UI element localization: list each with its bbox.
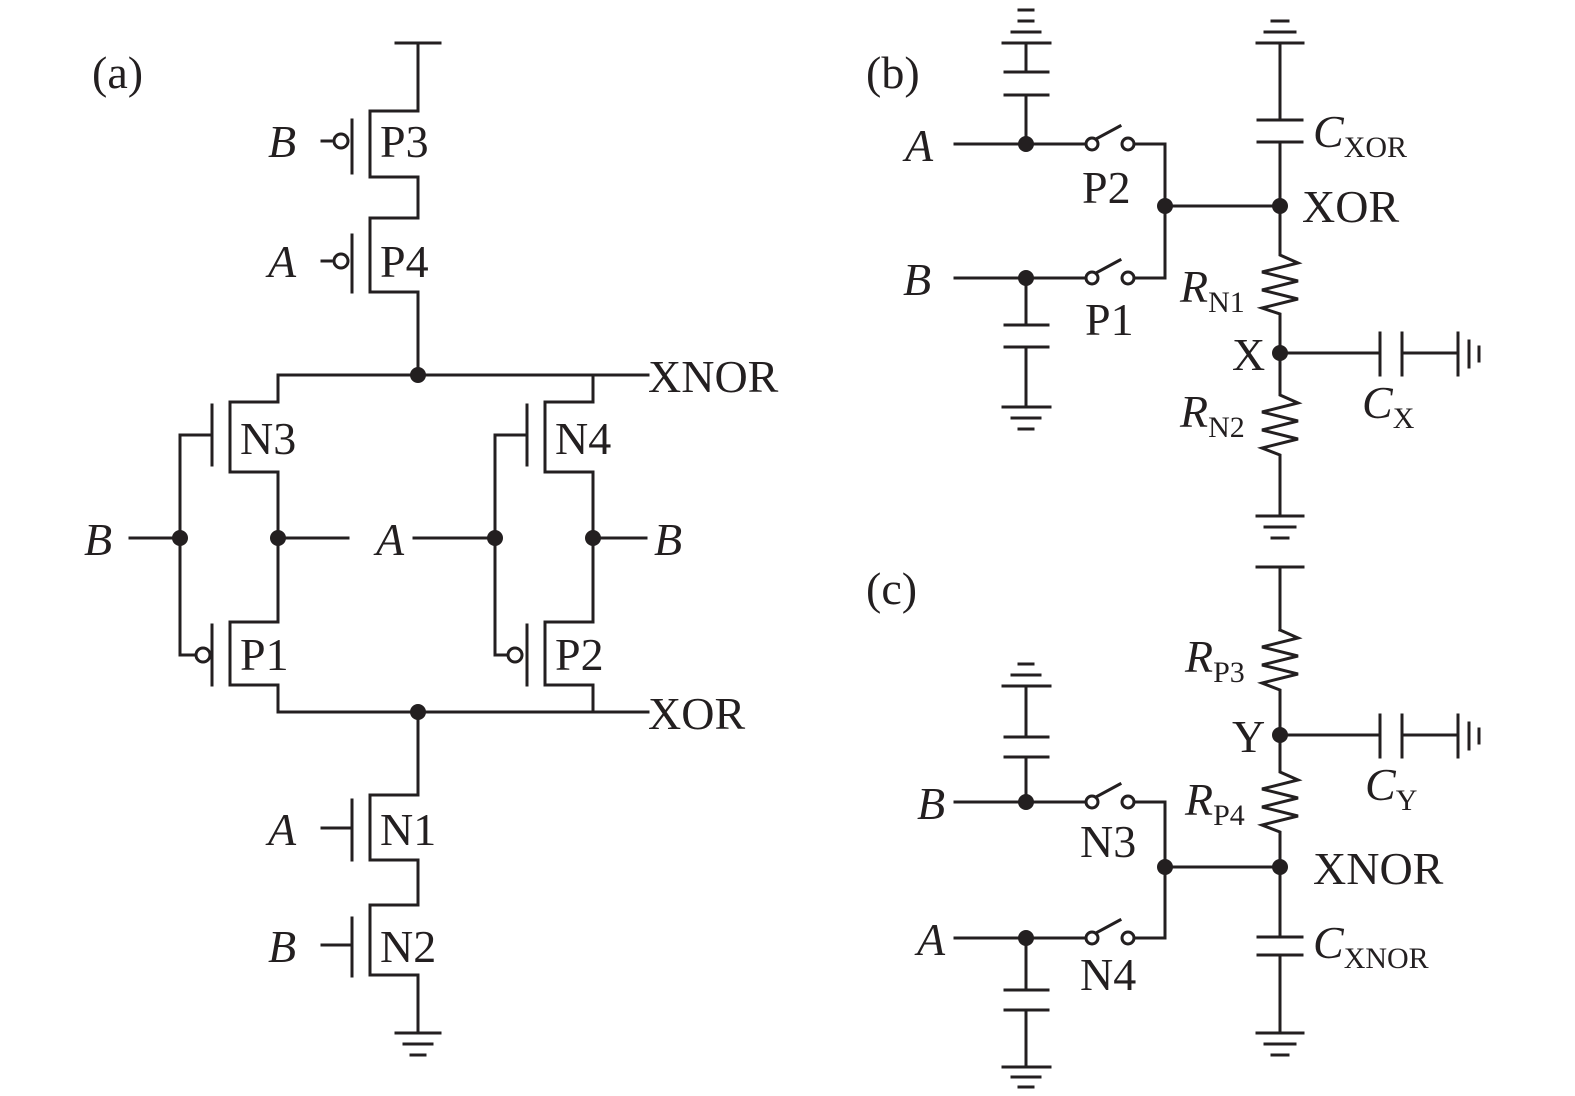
ground-icon: [1001, 1065, 1052, 1089]
transistor-n1: [320, 710, 420, 907]
ground-icon: [1001, 405, 1052, 431]
panel-a-tag: (a): [92, 47, 143, 98]
input-a-c: A: [914, 914, 946, 965]
label-rp4: RP4: [1184, 774, 1245, 832]
label-p2: P2: [555, 629, 604, 680]
label-cx: CX: [1362, 377, 1415, 435]
wire-a-mid: [412, 433, 509, 657]
output-xnor: XNOR: [648, 351, 779, 402]
label-rn1: RN1: [1179, 261, 1245, 319]
input-b-p3: B: [268, 116, 296, 167]
label-cy: CY: [1365, 759, 1417, 817]
junction-a: [1018, 136, 1034, 152]
switch-p2: [1084, 123, 1167, 208]
ground-icon: [1255, 19, 1305, 45]
panel-b: (b) A P2 B P1 CXOR: [866, 8, 1481, 540]
transistor-n3: [178, 373, 280, 540]
output-xor: XOR: [648, 688, 745, 739]
capacitor-a: [1003, 41, 1050, 146]
input-b-n2: B: [268, 921, 296, 972]
input-b-left: B: [84, 514, 112, 565]
label-cxor: CXOR: [1313, 106, 1407, 164]
label-rn2: RN2: [1179, 386, 1245, 444]
node-xnor: XNOR: [1313, 843, 1444, 894]
ground-icon: [1001, 662, 1052, 688]
label-n1: N1: [380, 804, 436, 855]
label-switch-p1: P1: [1085, 294, 1134, 345]
panel-c: (c) RP3 Y CY RP4 XNOR CXNOR B: [866, 563, 1481, 1089]
label-rp3: RP3: [1184, 631, 1245, 689]
ground-icon: [1001, 8, 1052, 45]
node-xor: XOR: [1302, 181, 1399, 232]
transistor-n2: [320, 903, 420, 1035]
panel-a: (a) B P3 A P4 XNOR N3: [84, 41, 779, 1057]
junction-b-left: [172, 530, 188, 546]
label-n4: N4: [555, 413, 611, 464]
ground-icon: [1255, 514, 1305, 540]
label-p1: P1: [240, 629, 289, 680]
transistor-p2: [506, 536, 595, 714]
capacitor-cx: [1278, 331, 1481, 377]
transistor-p3: [320, 41, 442, 220]
label-n2: N2: [380, 921, 436, 972]
input-a-mid: A: [373, 514, 405, 565]
input-a-p4: A: [265, 236, 297, 287]
node-x: X: [1232, 329, 1265, 380]
capacitor-a-c: [1003, 936, 1050, 1069]
panel-b-tag: (b): [866, 47, 920, 98]
switch-p1: [1084, 204, 1167, 286]
resistor-rp4: [1257, 733, 1303, 869]
label-switch-n4: N4: [1080, 949, 1136, 1000]
label-n3: N3: [240, 413, 296, 464]
switch-n4: [1084, 865, 1167, 946]
junction-a-mid: [487, 530, 503, 546]
ground-icon: [1255, 1031, 1305, 1057]
ground-icon: [394, 1031, 442, 1057]
junction-xnor: [410, 367, 426, 383]
label-cxnor: CXNOR: [1313, 917, 1429, 975]
panel-c-tag: (c): [866, 563, 917, 614]
input-a-n1: A: [265, 804, 297, 855]
label-switch-p2: P2: [1082, 162, 1131, 213]
input-b: B: [903, 254, 931, 305]
capacitor-b-c: [1003, 684, 1050, 804]
capacitor-cy: [1278, 713, 1481, 759]
label-p4: P4: [380, 236, 429, 287]
input-a: A: [902, 120, 934, 171]
label-p3: P3: [380, 116, 429, 167]
junction-b-c: [1018, 794, 1034, 810]
label-switch-n3: N3: [1080, 816, 1136, 867]
capacitor-cxor: [1256, 41, 1304, 208]
input-b-right: B: [654, 514, 682, 565]
resistor-rn1: [1256, 204, 1303, 355]
switch-n3: [1084, 781, 1167, 869]
junction-switches: [1157, 198, 1173, 214]
vdd-bar: [1255, 565, 1305, 632]
capacitor-b: [1003, 276, 1050, 409]
resistor-rp3: [1257, 628, 1303, 737]
wire-b-left: [128, 433, 198, 657]
transistor-n4: [493, 373, 595, 540]
input-b-c: B: [917, 778, 945, 829]
capacitor-cxnor: [1256, 865, 1304, 1035]
transistor-p4: [320, 216, 420, 377]
node-y: Y: [1232, 711, 1265, 762]
resistor-rn2: [1257, 351, 1303, 518]
transistor-p1: [194, 536, 280, 714]
